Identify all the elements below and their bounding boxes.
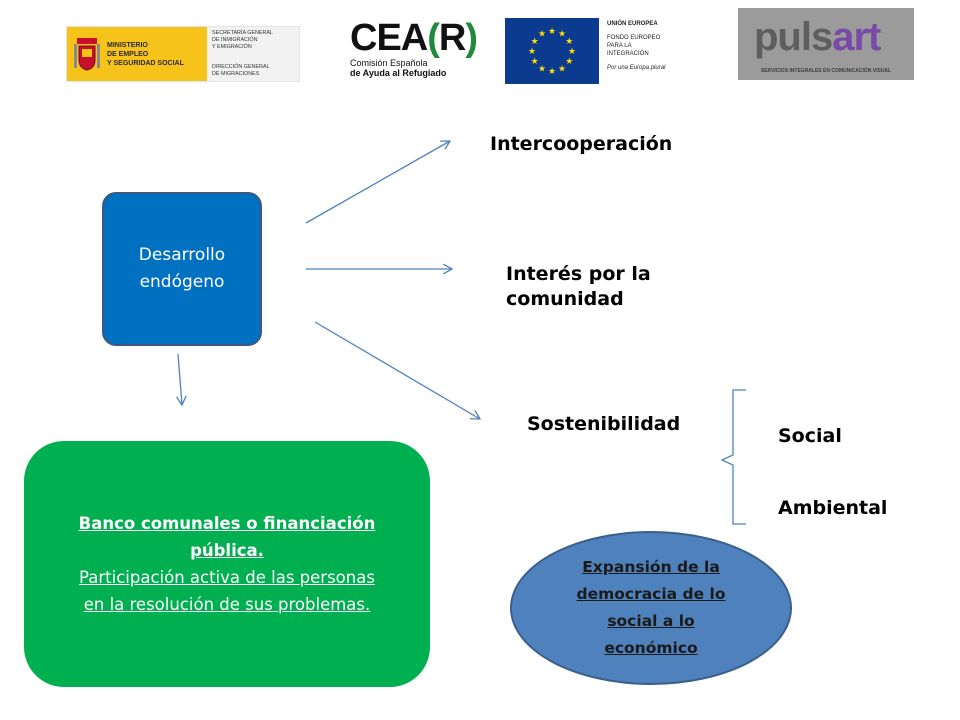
ministerio-name: MINISTERIO DE EMPLEO Y SEGURIDAD SOCIAL bbox=[107, 41, 184, 67]
eu-star-icon: ★ bbox=[558, 64, 566, 74]
eu-text: UNIÓN EUROPEA FONDO EUROPEO PARA LA INTE… bbox=[607, 21, 666, 71]
eu-star-icon: ★ bbox=[568, 47, 576, 57]
ministerio-yellow-panel: MINISTERIO DE EMPLEO Y SEGURIDAD SOCIAL bbox=[67, 27, 207, 81]
social-label: Social bbox=[778, 425, 842, 447]
banco-line1: Banco comunales o financiación bbox=[78, 514, 376, 533]
sostenibilidad-brace bbox=[720, 389, 746, 525]
eu-star-icon: ★ bbox=[531, 57, 539, 67]
expansion-democracia-ellipse: Expansión de la democracia de lo social … bbox=[510, 531, 792, 685]
eu-star-icon: ★ bbox=[558, 30, 566, 40]
ministerio-departments: SECRETARÍA GENERAL DE INMIGRACIÓN Y EMIG… bbox=[207, 27, 299, 81]
eu-star-icon: ★ bbox=[565, 37, 573, 47]
cear-logo: CEA(R) Comisión Española de Ayuda al Ref… bbox=[350, 17, 478, 88]
pulsart-wordmark: pulsart bbox=[754, 15, 881, 59]
sostenibilidad-label: Sostenibilidad bbox=[527, 413, 681, 435]
eu-star-icon: ★ bbox=[538, 30, 546, 40]
cear-subtitle-1: Comisión Española bbox=[350, 58, 428, 68]
eu-star-icon: ★ bbox=[531, 37, 539, 47]
eu-star-icon: ★ bbox=[548, 67, 556, 77]
pulsart-logo: pulsart SERVICIOS INTEGRALES EN COMUNICA… bbox=[738, 8, 914, 80]
pulsart-tagline: SERVICIOS INTEGRALES EN COMUNICACIÓN VIS… bbox=[760, 68, 892, 74]
center-box-line1: Desarrollo bbox=[138, 245, 226, 265]
ministerio-logo: MINISTERIO DE EMPLEO Y SEGURIDAD SOCIAL … bbox=[66, 26, 300, 82]
ambiental-label: Ambiental bbox=[778, 497, 888, 519]
arrow-to-sostenibilidad bbox=[314, 321, 480, 419]
eu-logo: ★★★★★★★★★★★★ UNIÓN EUROPEA FONDO EUROPEO… bbox=[505, 18, 701, 86]
eu-star-icon: ★ bbox=[528, 47, 536, 57]
banco-line4: en la resolución de sus problemas. bbox=[83, 595, 371, 614]
banco-line3: Participación activa de las personas bbox=[79, 568, 375, 587]
arrow-to-intercooperacion bbox=[305, 141, 450, 224]
eu-flag-icon: ★★★★★★★★★★★★ bbox=[505, 18, 599, 84]
center-box-line2: endógeno bbox=[139, 272, 225, 292]
intercooperacion-label: Intercooperación bbox=[490, 133, 673, 155]
eu-star-icon: ★ bbox=[565, 57, 573, 67]
eu-star-icon: ★ bbox=[538, 64, 546, 74]
ellipse-text: Expansión de la democracia de lo social … bbox=[576, 558, 726, 657]
cear-subtitle-2: de Ayuda al Refugiado bbox=[350, 68, 447, 78]
desarrollo-endogeno-box: Desarrollo endógeno bbox=[102, 192, 262, 346]
arrow-to-banco bbox=[178, 353, 182, 405]
eu-star-icon: ★ bbox=[548, 27, 556, 37]
banco-line2: pública. bbox=[190, 541, 264, 560]
spain-crest-icon bbox=[74, 38, 100, 71]
banco-comunales-box: Banco comunales o financiación pública. … bbox=[24, 441, 430, 687]
cear-wordmark: CEA(R) bbox=[350, 17, 478, 59]
interes-comunidad-label: Interés por la comunidad bbox=[506, 263, 651, 310]
